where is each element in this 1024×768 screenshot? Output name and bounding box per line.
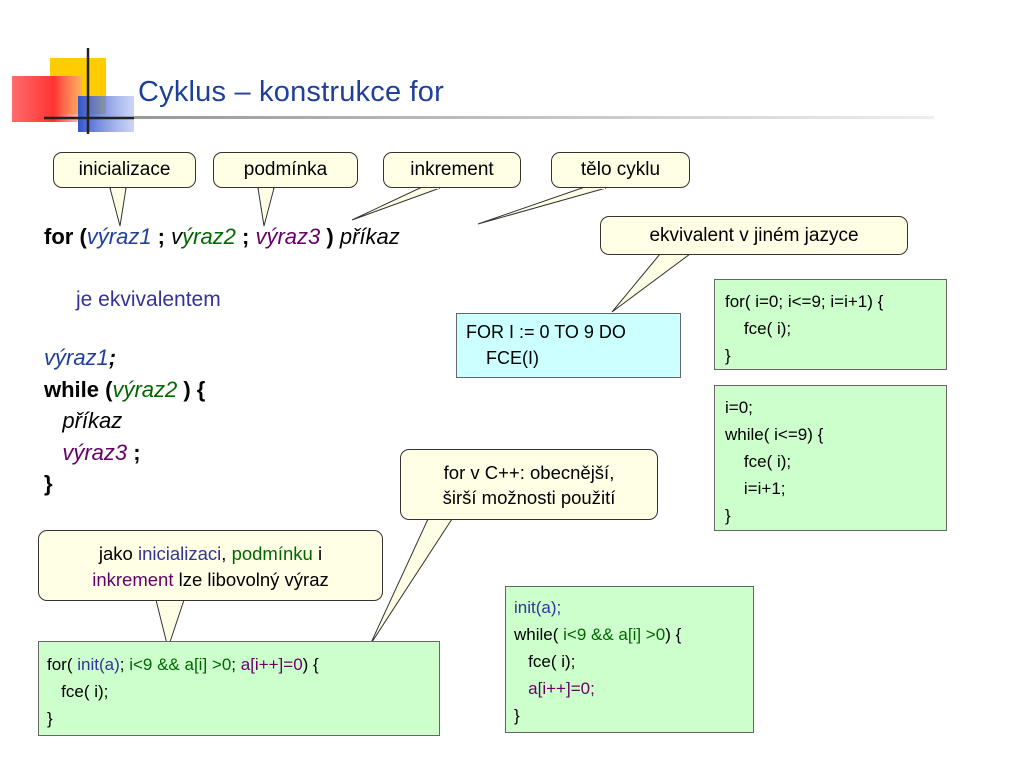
- code-line: fce( i);: [743, 319, 792, 338]
- expr2-prefix: v: [171, 224, 183, 249]
- callout-telo-cyklu: tělo cyklu: [551, 152, 690, 188]
- tail-ekvivalent: [611, 253, 692, 313]
- callout-text: inicializaci: [138, 543, 222, 564]
- callout-text: jako: [98, 543, 133, 564]
- callout-ekvivalent: ekvivalent v jiném jazyce: [600, 216, 908, 255]
- code-fragment: ;: [119, 655, 130, 674]
- tail-telo: [477, 187, 607, 225]
- callout-text: inkrement: [410, 159, 494, 180]
- init-expr: init(a);: [514, 598, 562, 617]
- slide-title: Cyklus – konstrukce for: [138, 76, 444, 108]
- callout-text: inkrement: [92, 569, 174, 590]
- init-expr: init(a): [77, 655, 120, 674]
- expr3: výraz3: [255, 224, 321, 249]
- title-underline: [134, 116, 934, 119]
- code-fragment: while(: [514, 625, 564, 644]
- c-for-example: for( i=0; i<=9; i=i+1) { fce( i); }: [714, 279, 947, 370]
- while-syntax: výraz1; while (výraz2 ) { příkaz výraz3 …: [44, 342, 205, 500]
- statement: příkaz: [62, 408, 123, 433]
- code-line: }: [47, 709, 53, 728]
- code-fragment: ) {: [665, 625, 682, 644]
- code-line: }: [725, 506, 731, 525]
- semicolon: ;: [108, 345, 117, 370]
- for-keyword: for (: [44, 224, 87, 249]
- code-line: for( i=0; i<=9; i=i+1) {: [725, 292, 884, 311]
- pascal-example: FOR I := 0 TO 9 DO FCE(I): [456, 313, 681, 378]
- equivalence-label: je ekvivalentem: [76, 288, 221, 311]
- callout-text: i: [317, 543, 323, 564]
- callout-podminka: podmínka: [213, 152, 358, 188]
- code-line: }: [725, 346, 731, 365]
- callout-jako: jako inicializaci, podmínku i inkrement l…: [38, 530, 383, 601]
- close-paren: ): [320, 224, 334, 249]
- for-syntax: for (výraz1 ; výraz2 ; výraz3 ) příkaz: [44, 221, 400, 253]
- incr-expr: a[i++]=0;: [528, 679, 595, 698]
- callout-inkrement: inkrement: [383, 152, 521, 188]
- callout-text: ,: [221, 543, 227, 564]
- cpp-for-example: for( init(a); i<9 && a[i] >0; a[i++]=0) …: [38, 641, 440, 736]
- callout-text: podmínka: [243, 159, 328, 180]
- callout-text: inicializace: [78, 159, 171, 180]
- close-brace-open: ) {: [177, 376, 206, 402]
- code-line: fce( i);: [61, 682, 109, 701]
- statement: příkaz: [339, 224, 400, 249]
- expr3: výraz3: [62, 439, 128, 465]
- code-fragment: ) {: [302, 655, 319, 674]
- code-fragment: for(: [47, 655, 78, 674]
- while-keyword: while (: [44, 376, 113, 402]
- code-line: }: [514, 706, 520, 725]
- callout-text: tělo cyklu: [580, 159, 661, 180]
- code-line: fce( i);: [743, 452, 792, 471]
- tail-inkrement: [351, 187, 441, 221]
- cond-expr: i<9 && a[i] >0: [563, 625, 666, 644]
- logo-blue-square: [78, 96, 134, 132]
- expr2: výraz2: [112, 376, 178, 402]
- code-fragment: ;: [231, 655, 241, 674]
- code-line: while( i<=9) {: [725, 425, 824, 444]
- cond-expr: i<9 && a[i] >0: [129, 655, 232, 674]
- code-line: i=0;: [725, 398, 753, 417]
- end-brace: }: [44, 471, 53, 496]
- separator: ;: [151, 224, 172, 249]
- code-line: FOR I := 0 TO 9 DO: [466, 322, 626, 342]
- callout-text: ekvivalent v jiném jazyce: [649, 225, 859, 246]
- semicolon: ;: [127, 439, 141, 465]
- code-line: FCE(I): [486, 348, 540, 368]
- expr1: výraz1: [44, 345, 109, 370]
- incr-expr: a[i++]=0: [240, 655, 303, 674]
- callout-text: lze libovolný výraz: [178, 569, 329, 590]
- cpp-while-example: init(a); while( i<9 && a[i] >0) { fce( i…: [505, 586, 754, 733]
- callout-inicializace: inicializace: [53, 152, 196, 188]
- callout-cpp: for v C++: obecnější, širší možnosti použ…: [400, 449, 658, 520]
- code-line: fce( i);: [528, 652, 576, 671]
- expr1: výraz1: [86, 224, 152, 249]
- separator: ;: [235, 224, 256, 249]
- logo-red-square: [12, 76, 82, 122]
- callout-text: širší možnosti použití: [442, 487, 616, 508]
- callout-text: for v C++: obecnější,: [443, 462, 615, 483]
- expr2: ýraz2: [182, 224, 236, 249]
- code-line: i=i+1;: [743, 479, 786, 498]
- callout-text: podmínku: [231, 543, 313, 564]
- c-while-example: i=0; while( i<=9) { fce( i); i=i+1; }: [714, 385, 947, 531]
